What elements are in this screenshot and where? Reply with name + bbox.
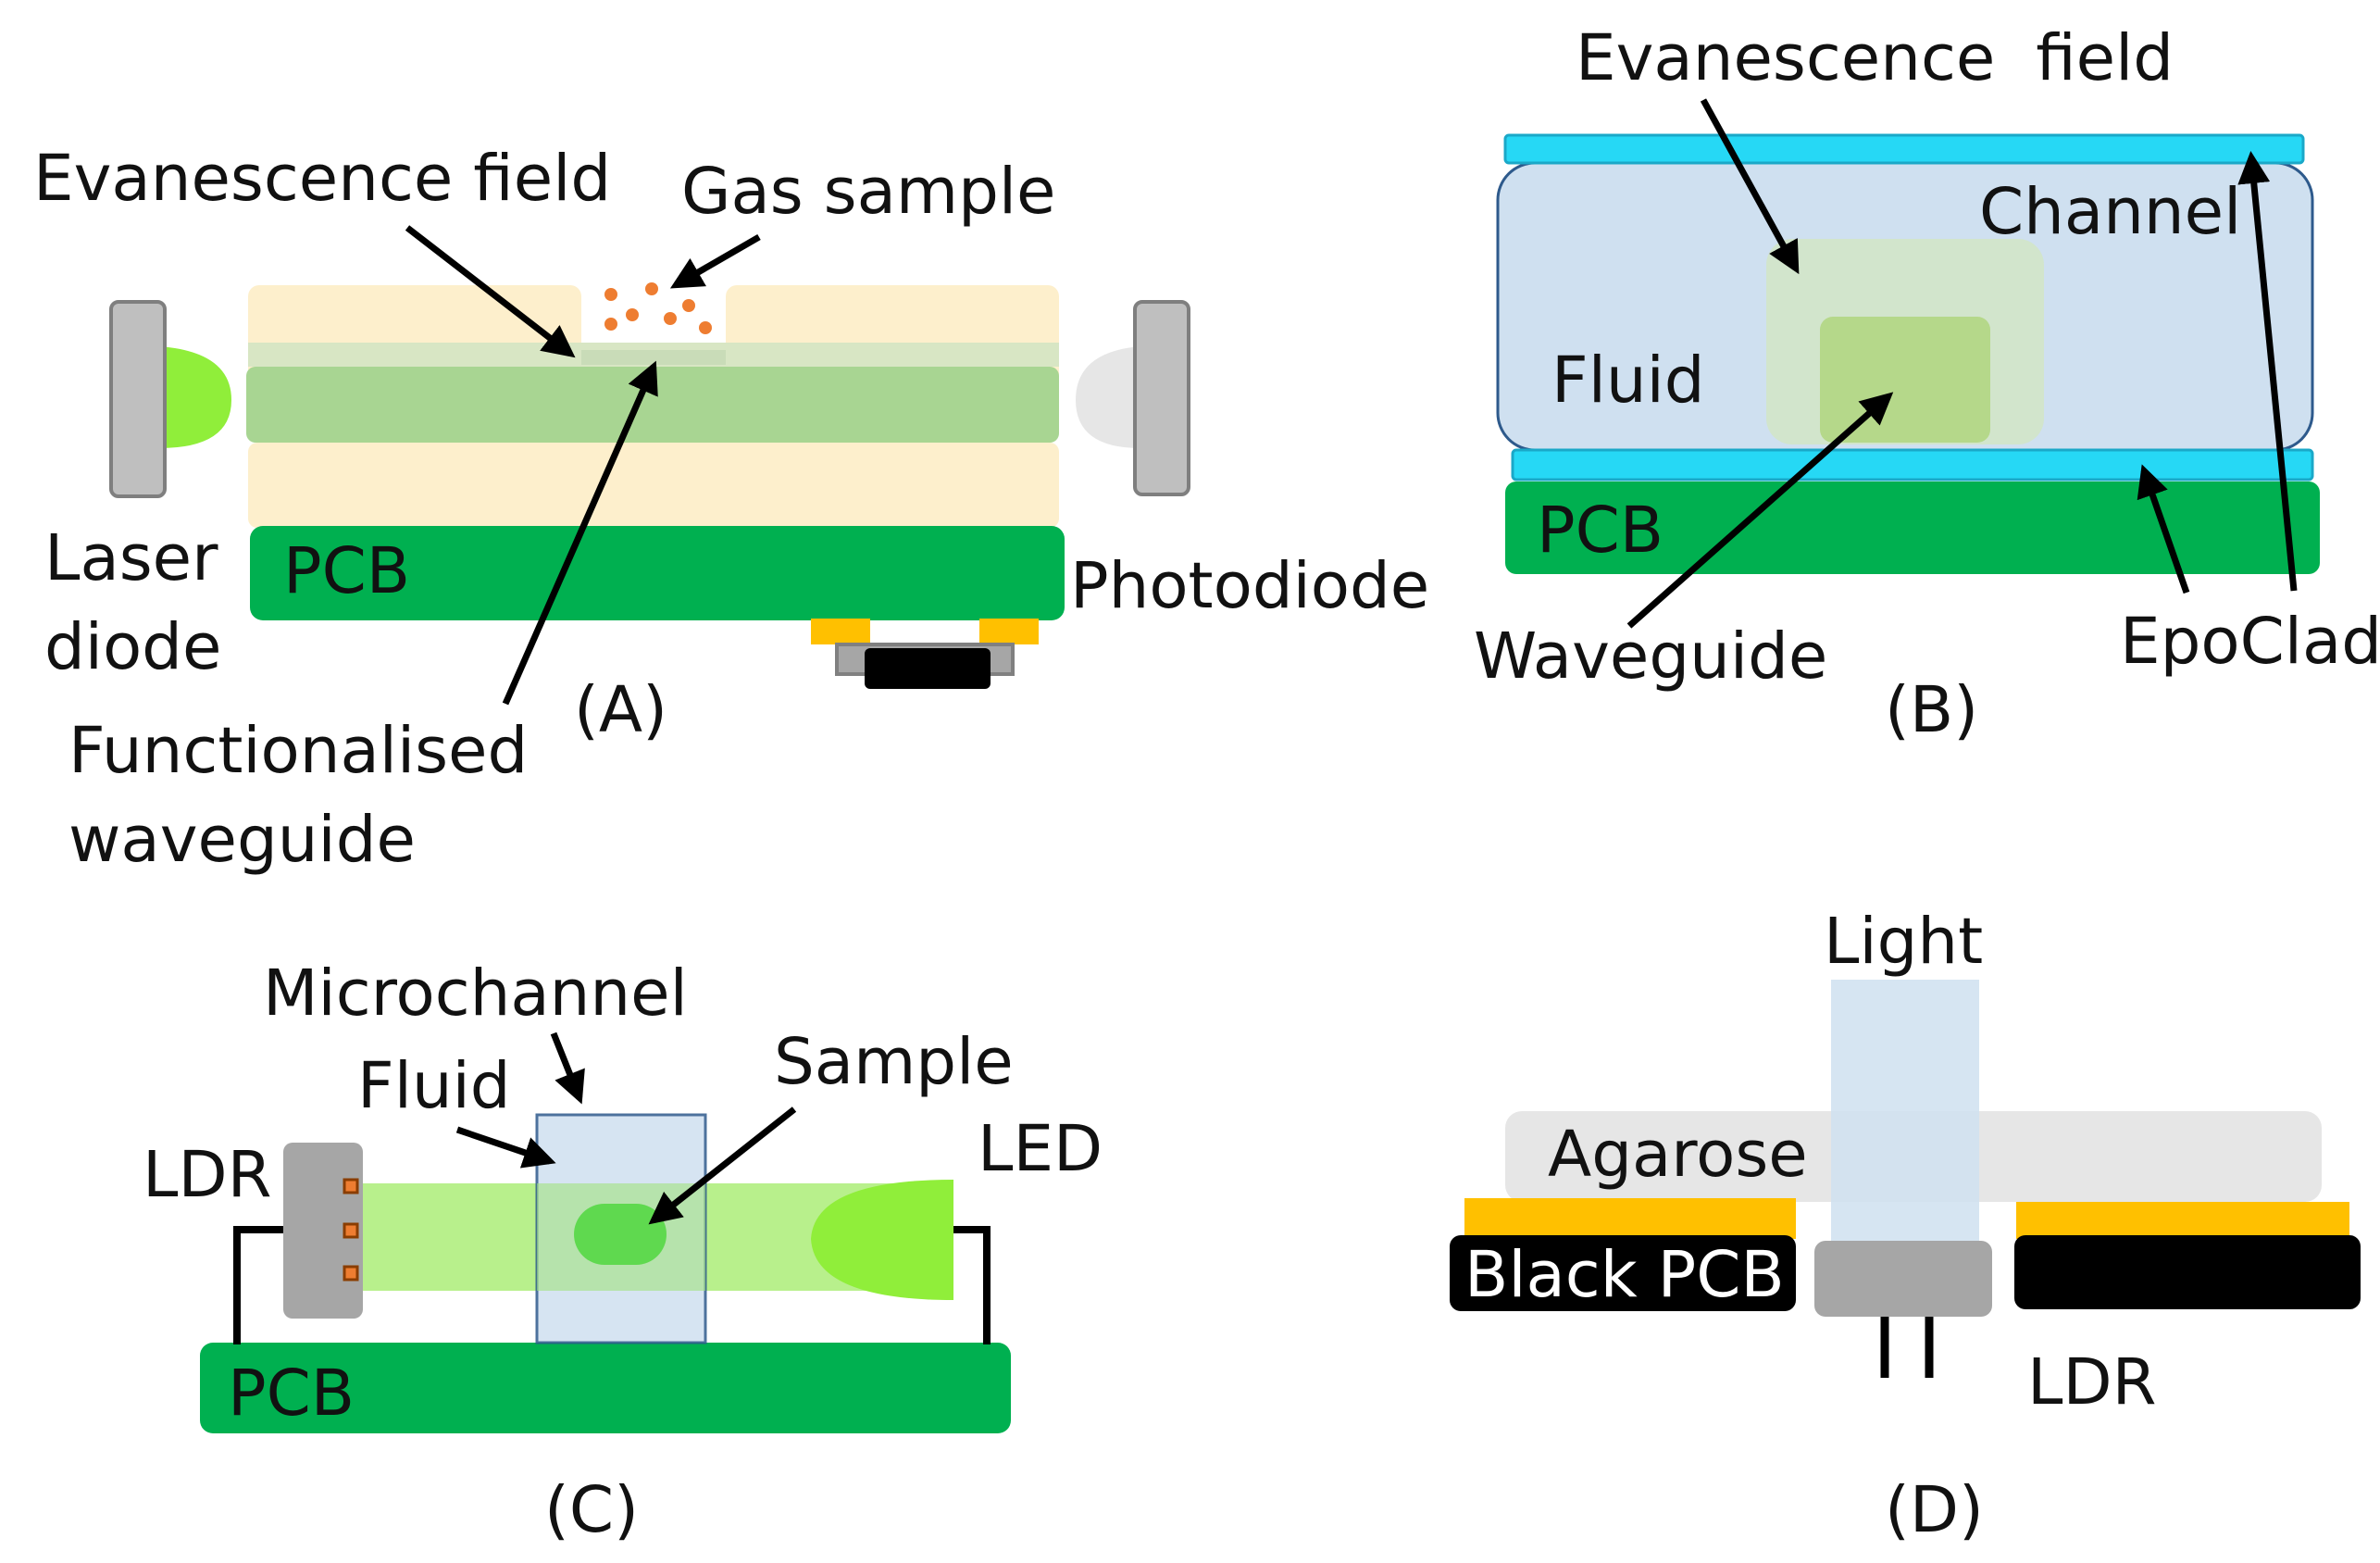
sample [574,1204,667,1265]
gas-arrow [669,233,761,289]
panel-d: Agarose Black PCB Light LDR (D) [1450,905,2361,1547]
panel-a: PCB Evanescence field Gas sample Laser d [33,142,1429,877]
evanescence-label-a: Evanescence field [33,142,611,216]
led-label: LED [978,1112,1103,1186]
led-lead [950,1226,991,1344]
gold-layer-left [1464,1198,1796,1239]
epoclad-arrow-bottom [2137,464,2190,594]
laser-label-1: Laser [44,521,218,595]
pcb-label: PCB [1537,494,1664,568]
microchannel-arrow [550,1032,585,1105]
ldr [1814,1241,1992,1317]
caption-b: (B) [1885,673,1978,747]
waveguide-arrow [1626,392,1894,629]
photodiode-label: Photodiode [1070,549,1429,623]
channel-label: Channel [1979,175,2241,249]
evanescence-arrow-b [1700,98,1800,275]
component-body [865,648,991,689]
bottom-cladding [248,443,1059,528]
ldr-lead [233,1226,283,1344]
gas-sample-label: Gas sample [681,155,1056,229]
gold-layer-right [2016,1202,2349,1239]
sample-arrow [648,1107,797,1225]
caption-d: (D) [1885,1473,1984,1547]
panel-b: PCB Evanescence field Channel Fluid Wave… [1474,21,2380,747]
functionalised-arrow [502,360,658,706]
pcb-board [250,526,1065,620]
laser-label-2: diode [44,610,221,684]
evanescence-label-b: Evanescence field [1576,21,2174,95]
panel-c: PCB Microchannel Fluid Sample LDR LED (C… [143,957,1103,1547]
caption-a: (A) [574,673,667,747]
epoclad-label: EpoClad [2120,605,2380,679]
epoclad-arrow-top [2237,151,2298,592]
pad-right [979,619,1039,644]
microchannel-label: Microchannel [263,957,688,1031]
fluid-label-b: Fluid [1551,344,1705,418]
black-pcb-label: Black PCB [1464,1238,1785,1312]
functionalised-label-1: Functionalised [69,714,528,788]
evanescence-arrow [405,225,576,358]
light-label: Light [1824,905,1983,979]
laser-emitter [159,346,231,448]
epoclad-bottom [1511,448,2314,481]
waveguide-label: Waveguide [1474,619,1827,694]
pad-left [811,619,870,644]
agarose-label: Agarose [1548,1118,1808,1192]
fluid-label-c: Fluid [357,1049,511,1123]
ldr-pins [343,1178,359,1282]
ldr-label-d: LDR [2027,1345,2157,1419]
ldr-label-c: LDR [143,1138,272,1212]
sample-label: Sample [774,1025,1014,1099]
laser-diode [109,300,167,498]
gas-particles [604,282,712,334]
waveguide-core [1820,317,1990,443]
waveguide [246,367,1059,443]
photodiode-dome [1076,346,1140,448]
sensing-window [581,350,726,365]
light-beam [1831,980,1979,1244]
pcb-label: PCB [283,534,410,608]
caption-c: (C) [544,1473,639,1547]
led [811,1180,953,1300]
fluid-arrow-c [455,1126,556,1169]
pcb-board [200,1343,1011,1433]
epoclad-top [1503,133,2305,165]
pcb-board [1505,481,2320,574]
black-pcb-right [2014,1235,2361,1309]
photodiode [1133,300,1190,496]
pcb-label: PCB [228,1357,355,1431]
black-pcb-left [1450,1235,1796,1311]
functionalised-label-2: waveguide [69,803,416,877]
